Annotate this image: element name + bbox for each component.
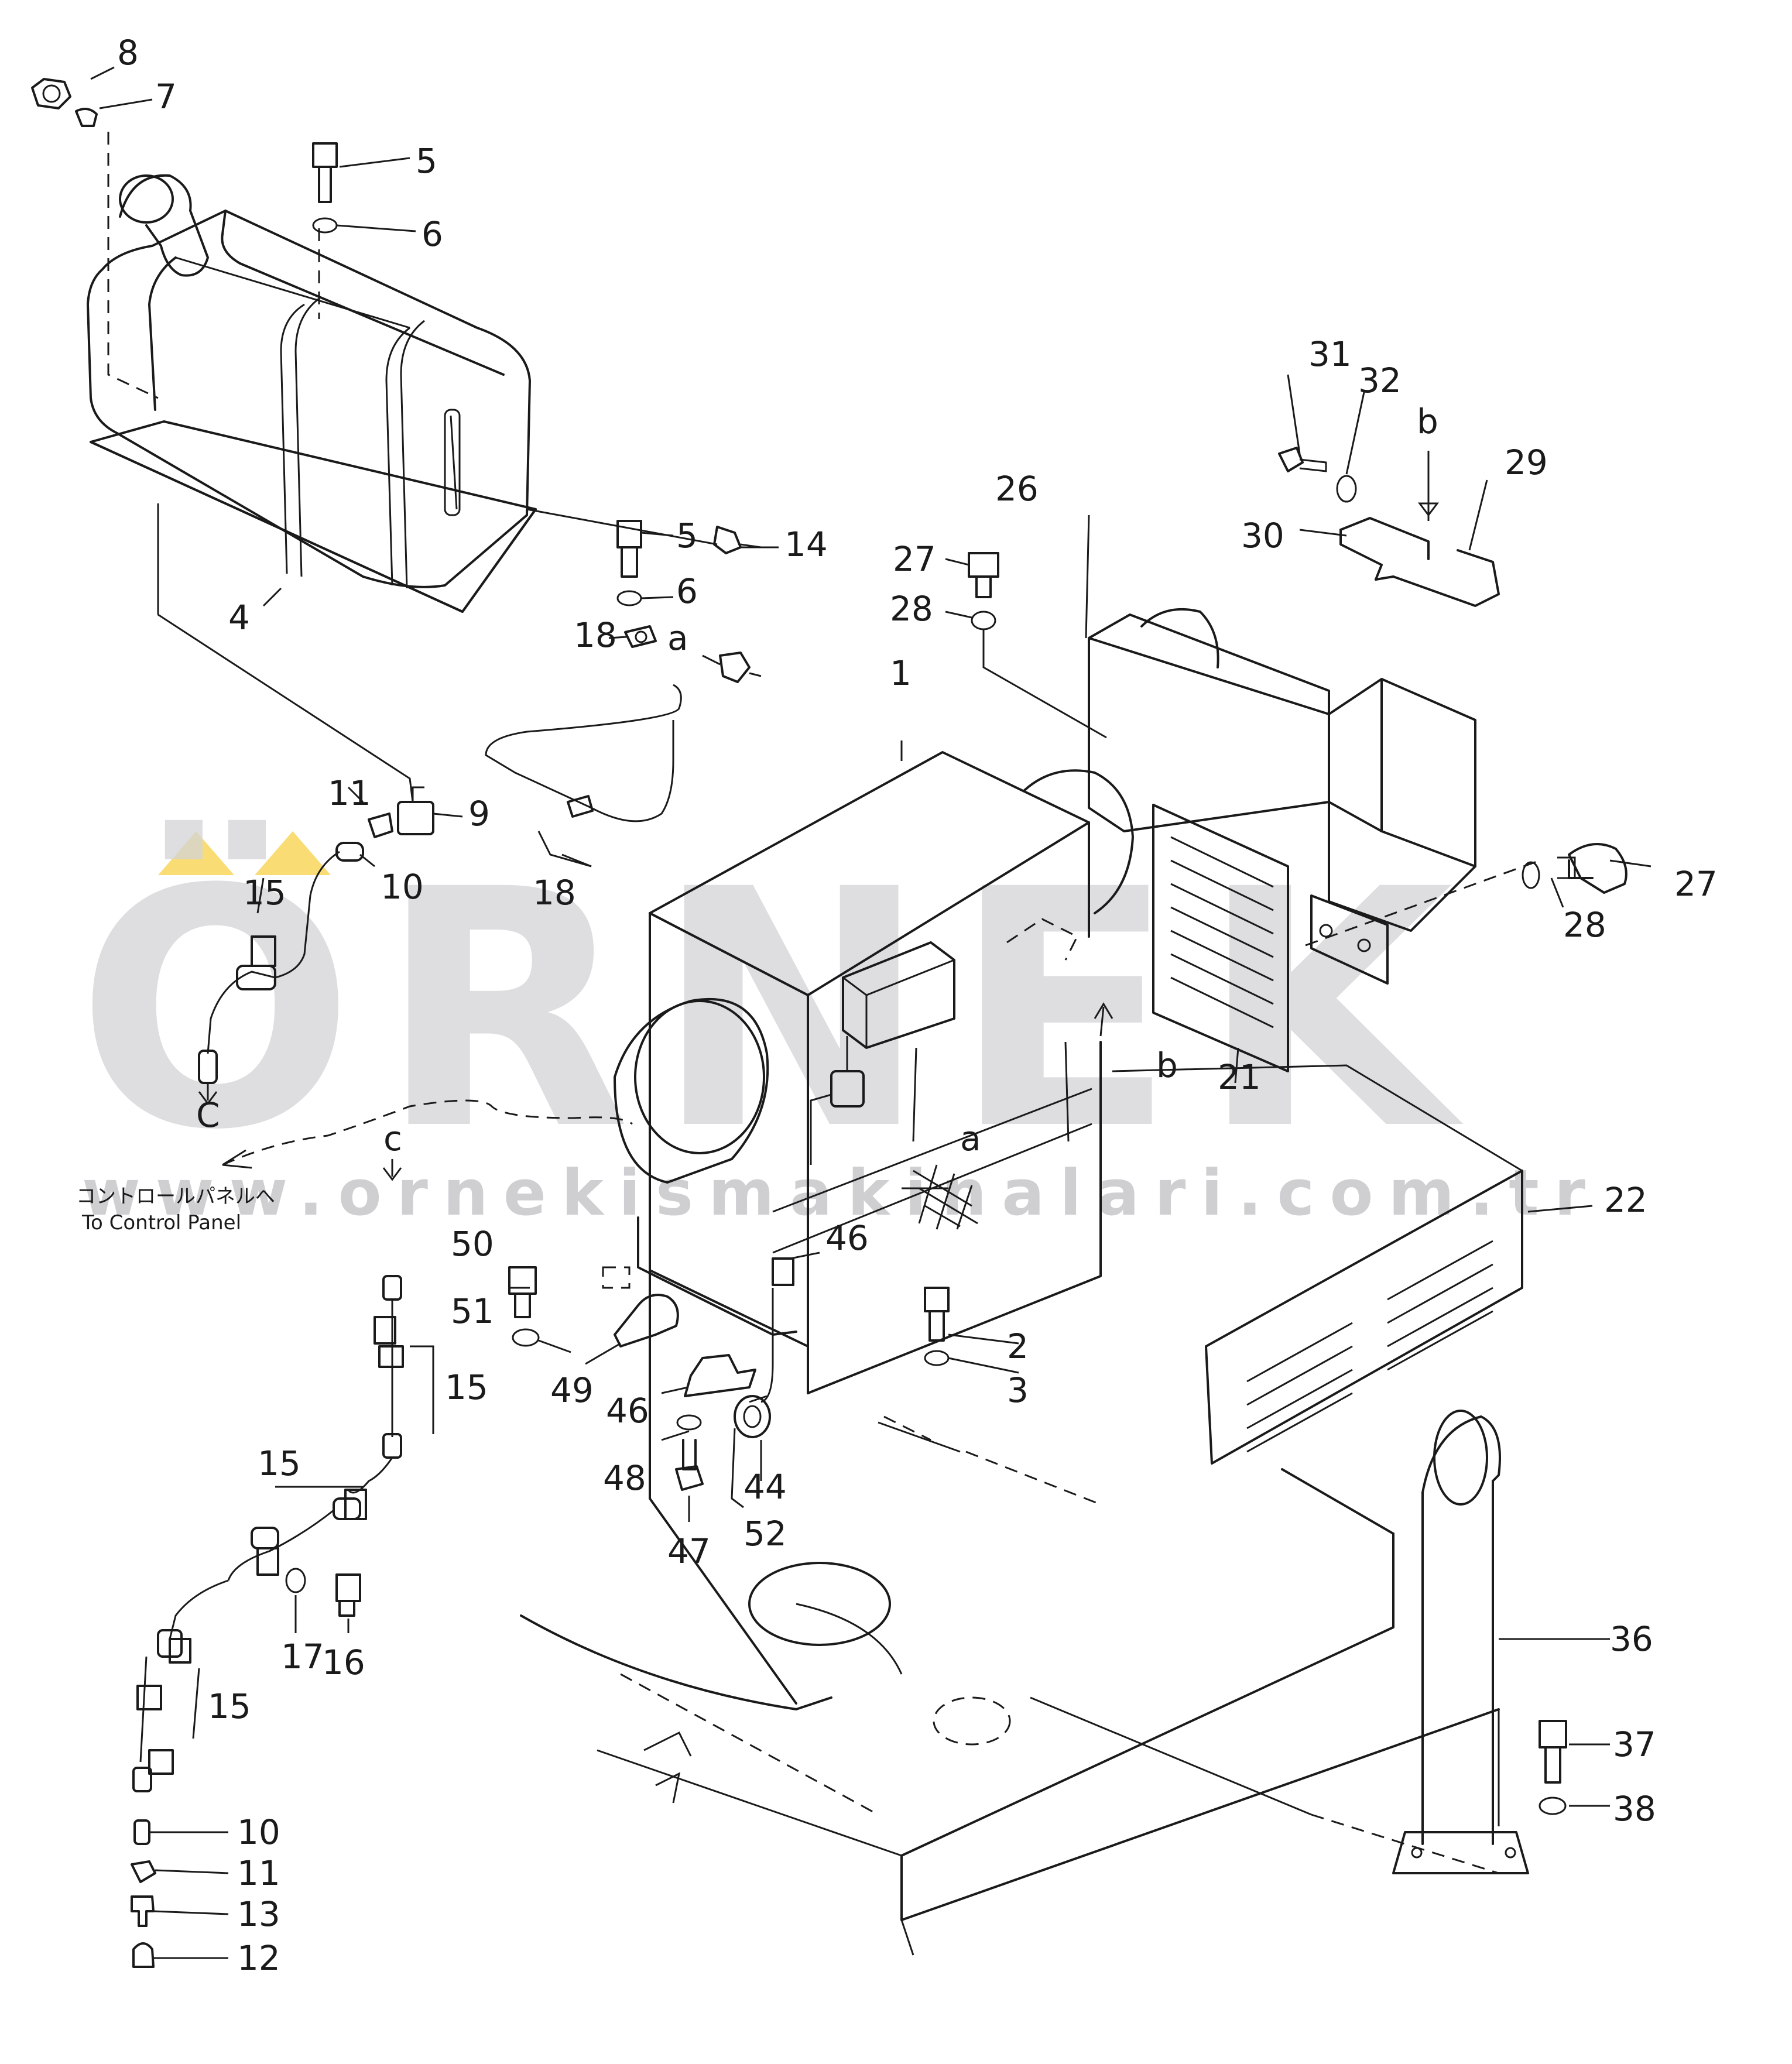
- callout-26: 26: [995, 469, 1039, 509]
- callout-36: 36: [1610, 1619, 1653, 1659]
- callout-48: 48: [603, 1458, 646, 1498]
- callout-47: 47: [667, 1531, 711, 1571]
- callout-17: 17: [281, 1637, 324, 1676]
- watermark-url: www.ornekismakinalari.com.tr: [82, 1157, 1601, 1230]
- bracket-29: [1339, 517, 1500, 607]
- callout-46a: 46: [606, 1391, 649, 1431]
- callout-8: 8: [117, 33, 139, 73]
- callout-18a: 18: [574, 615, 617, 655]
- callout-10b: 10: [237, 1812, 280, 1852]
- callout-1: 1: [890, 653, 912, 693]
- callout-21: 21: [1218, 1057, 1261, 1097]
- callout-27b: 27: [1674, 864, 1718, 904]
- callout-12: 12: [237, 1938, 280, 1978]
- callout-50: 50: [451, 1224, 494, 1264]
- watermark: ÖRNEK www.ornekismakinalari.com.tr: [76, 817, 1601, 1230]
- louver-panel: [1205, 1170, 1523, 1465]
- callout-7: 7: [155, 77, 177, 116]
- watermark-accent-right: [255, 831, 331, 875]
- fuel-cap: [31, 78, 98, 127]
- callout-15c: 15: [258, 1444, 301, 1483]
- exhaust-pipe: [1392, 1410, 1529, 1874]
- callout-5a: 5: [416, 141, 437, 181]
- callout-9: 9: [468, 794, 490, 834]
- watermark-accent-left: [158, 831, 234, 875]
- callout-49: 49: [550, 1370, 594, 1410]
- callout-44: 44: [743, 1467, 787, 1507]
- callout-4: 4: [228, 598, 250, 637]
- callout-15d: 15: [208, 1686, 251, 1726]
- callout-15b: 15: [445, 1367, 488, 1407]
- marker-a2: a: [960, 1119, 981, 1158]
- marker-c1: C: [196, 1095, 220, 1135]
- leader-lines: [90, 66, 1651, 1959]
- marker-b1: b: [1417, 402, 1438, 441]
- callout-16: 16: [322, 1643, 365, 1682]
- small-parts: [131, 142, 1627, 1968]
- callout-6b: 6: [676, 571, 698, 611]
- callout-37: 37: [1613, 1724, 1656, 1764]
- marker-b2: b: [1156, 1045, 1178, 1085]
- callout-3: 3: [1007, 1370, 1029, 1410]
- callout-32: 32: [1358, 361, 1402, 400]
- note-japanese: コントロールパネルへ: [76, 1185, 275, 1208]
- watermark-brand: ÖRNEK: [76, 817, 1476, 1202]
- callout-13: 13: [237, 1894, 280, 1934]
- callout-14: 14: [784, 524, 828, 564]
- callout-10a: 10: [381, 867, 424, 907]
- side-louver: [1006, 804, 1289, 1072]
- callout-11b: 11: [237, 1853, 280, 1893]
- callout-15a: 15: [243, 873, 286, 913]
- callout-28b: 28: [1563, 905, 1606, 945]
- callout-2: 2: [1007, 1326, 1029, 1366]
- callout-22: 22: [1604, 1180, 1647, 1220]
- note-english: To Control Panel: [81, 1211, 241, 1235]
- callout-11a: 11: [328, 773, 371, 813]
- callout-52: 52: [743, 1514, 787, 1554]
- callout-38: 38: [1613, 1789, 1656, 1829]
- callout-28a: 28: [890, 589, 933, 629]
- machine-frame: [520, 1064, 1523, 1956]
- callout-51: 51: [451, 1291, 494, 1331]
- callout-27a: 27: [893, 539, 936, 579]
- callout-18b: 18: [533, 873, 576, 913]
- callout-30: 30: [1241, 516, 1284, 556]
- fuel-tank: [87, 132, 537, 613]
- callout-labels: 8 7 5 6 4 5 6 14 18 a 18 9 11 10 15 C コン…: [76, 33, 1718, 1978]
- marker-c2: c: [383, 1119, 402, 1158]
- marker-a1: a: [667, 618, 688, 658]
- heater-duct: [1088, 608, 1540, 985]
- callout-6a: 6: [422, 214, 443, 254]
- callout-5b: 5: [676, 516, 698, 556]
- callout-29: 29: [1505, 443, 1548, 482]
- callout-31: 31: [1308, 334, 1352, 374]
- callout-46b: 46: [825, 1218, 869, 1258]
